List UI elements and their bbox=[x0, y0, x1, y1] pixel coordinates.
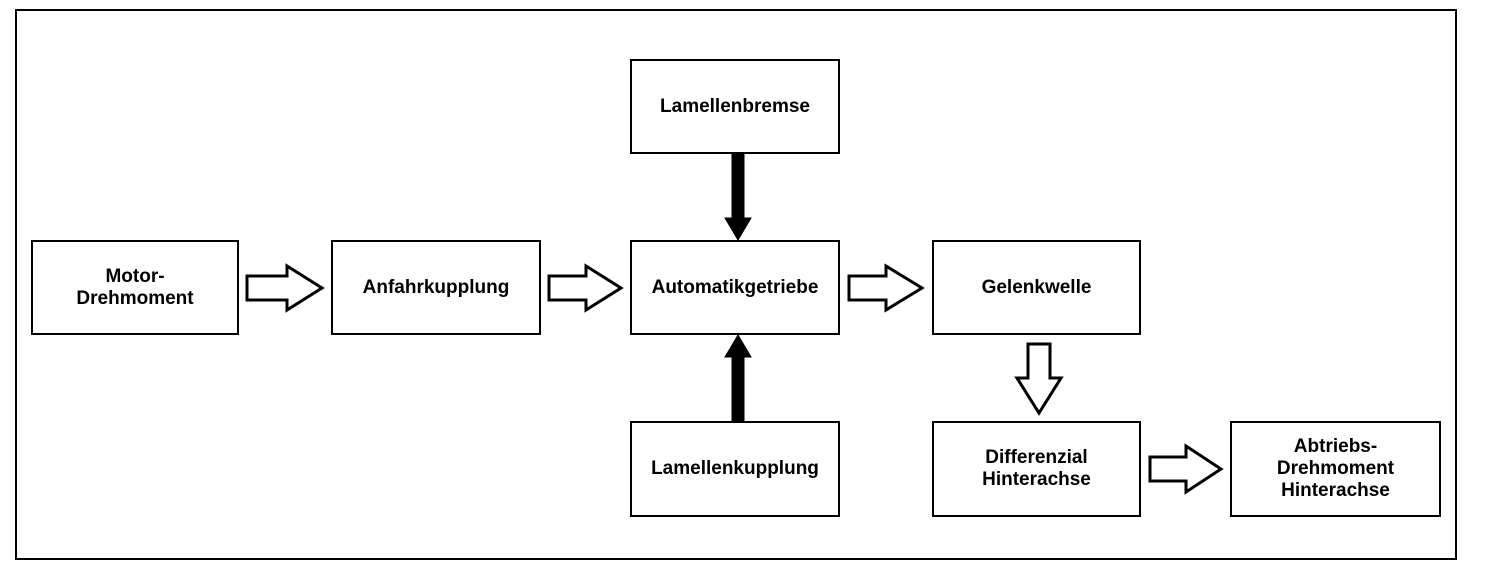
node-differenzial-hinterachse-label: Differenzial Hinterachse bbox=[982, 447, 1091, 490]
arrow-differenzial-to-abtrieb bbox=[1148, 443, 1224, 495]
node-anfahrkupplung: Anfahrkupplung bbox=[331, 240, 541, 335]
arrow-anfahrkupplung-to-automatikgetriebe bbox=[547, 263, 624, 313]
diagram-frame bbox=[15, 9, 1457, 560]
node-gelenkwelle-label: Gelenkwelle bbox=[981, 276, 1092, 298]
arrow-lamellenbremse-to-automatikgetriebe bbox=[724, 153, 752, 241]
node-anfahrkupplung-label: Anfahrkupplung bbox=[362, 276, 510, 298]
arrow-automatikgetriebe-to-gelenkwelle bbox=[847, 263, 925, 313]
node-lamellenbremse-label: Lamellenbremse bbox=[660, 95, 810, 117]
node-gelenkwelle: Gelenkwelle bbox=[932, 240, 1141, 335]
node-lamellenkupplung: Lamellenkupplung bbox=[630, 421, 840, 517]
node-lamellenkupplung-label: Lamellenkupplung bbox=[651, 458, 819, 479]
arrow-motor-to-anfahrkupplung bbox=[245, 263, 325, 313]
node-motor-drehmoment-label: Motor- Drehmoment bbox=[76, 265, 194, 309]
node-automatikgetriebe-label: Automatikgetriebe bbox=[651, 276, 819, 298]
node-abtriebs-drehmoment: Abtriebs- Drehmoment Hinterachse bbox=[1230, 421, 1441, 517]
node-motor-drehmoment: Motor- Drehmoment bbox=[31, 240, 239, 335]
node-lamellenbremse: Lamellenbremse bbox=[630, 59, 840, 154]
node-abtriebs-drehmoment-label: Abtriebs- Drehmoment Hinterachse bbox=[1276, 436, 1395, 501]
node-differenzial-hinterachse: Differenzial Hinterachse bbox=[932, 421, 1141, 517]
arrow-gelenkwelle-to-differenzial bbox=[1014, 342, 1064, 416]
arrow-lamellenkupplung-to-automatikgetriebe bbox=[724, 334, 752, 422]
node-automatikgetriebe: Automatikgetriebe bbox=[630, 240, 840, 335]
